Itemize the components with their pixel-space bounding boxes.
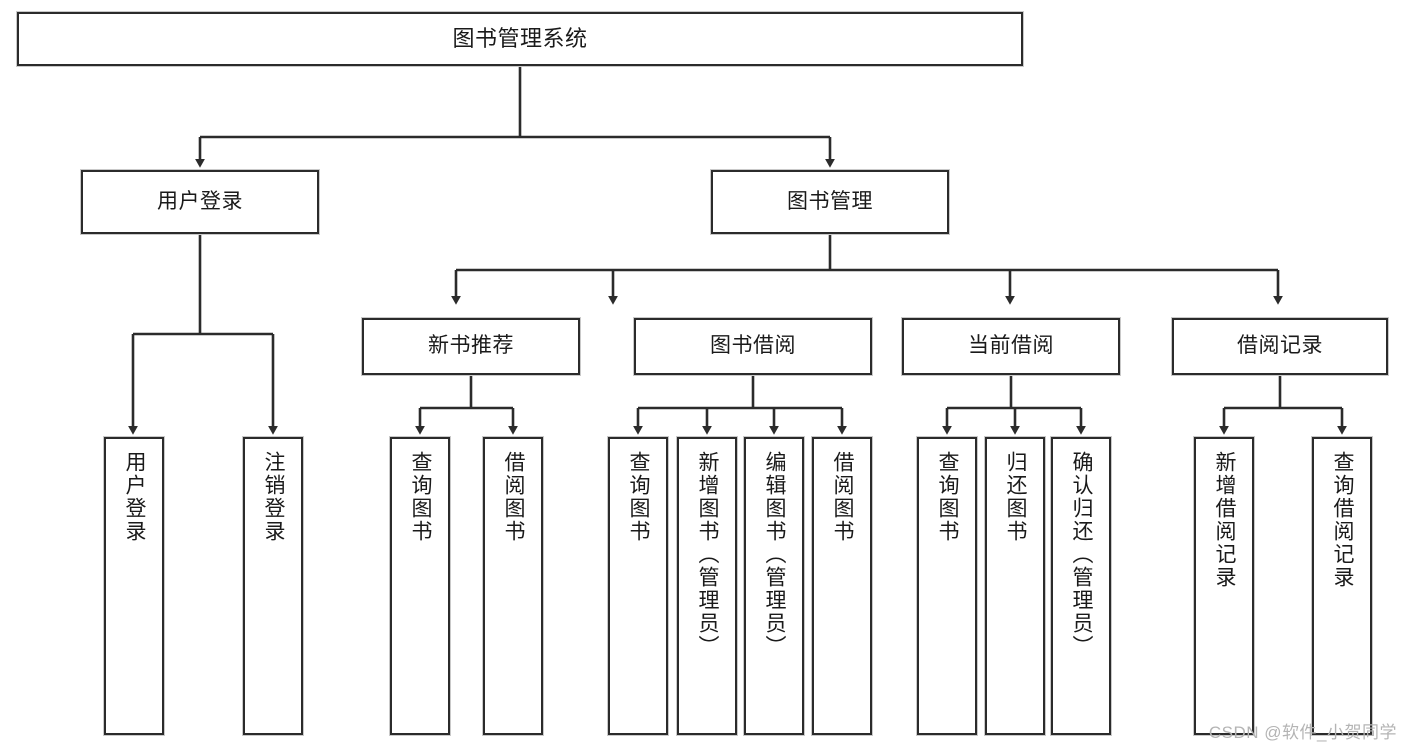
node-current-borrow[interactable]: 当前借阅 bbox=[902, 318, 1120, 375]
node-label: 新增图书（管理员） bbox=[696, 451, 720, 658]
node-label: 新增借阅记录 bbox=[1213, 451, 1237, 589]
node-label: 借阅图书 bbox=[502, 451, 526, 543]
node-label: 归还图书 bbox=[1004, 451, 1028, 543]
node-label: 当前借阅 bbox=[968, 334, 1054, 358]
node-label: 查询图书 bbox=[936, 451, 960, 543]
watermark-text: CSDN @软件_小贺同学 bbox=[1208, 723, 1397, 742]
node-new-book-recommend[interactable]: 新书推荐 bbox=[362, 318, 580, 375]
node-label: 用户登录 bbox=[157, 189, 243, 213]
node-label: 查询借阅记录 bbox=[1331, 451, 1355, 589]
node-leaf-recommend-borrow-book[interactable]: 借阅图书 bbox=[483, 437, 543, 735]
node-label: 借阅记录 bbox=[1237, 334, 1323, 358]
node-label: 编辑图书（管理员） bbox=[763, 451, 787, 658]
node-book-borrow[interactable]: 图书借阅 bbox=[634, 318, 872, 375]
node-book-management[interactable]: 图书管理 bbox=[711, 170, 949, 234]
node-leaf-borrow-query-book[interactable]: 查询图书 bbox=[608, 437, 668, 735]
node-label: 图书借阅 bbox=[710, 334, 796, 358]
node-leaf-return-book[interactable]: 归还图书 bbox=[985, 437, 1045, 735]
node-user-login[interactable]: 用户登录 bbox=[81, 170, 319, 234]
node-borrow-record[interactable]: 借阅记录 bbox=[1172, 318, 1388, 375]
node-leaf-confirm-return-admin[interactable]: 确认归还（管理员） bbox=[1051, 437, 1111, 735]
node-label: 查询图书 bbox=[627, 451, 651, 543]
node-label: 图书管理系统 bbox=[452, 26, 588, 52]
node-leaf-current-query-book[interactable]: 查询图书 bbox=[917, 437, 977, 735]
node-leaf-add-borrow-record[interactable]: 新增借阅记录 bbox=[1194, 437, 1254, 735]
node-leaf-recommend-query-book[interactable]: 查询图书 bbox=[390, 437, 450, 735]
node-leaf-add-book-admin[interactable]: 新增图书（管理员） bbox=[677, 437, 737, 735]
node-label: 注销登录 bbox=[262, 451, 286, 543]
node-label: 新书推荐 bbox=[428, 334, 514, 358]
node-label: 查询图书 bbox=[409, 451, 433, 543]
node-label: 用户登录 bbox=[123, 451, 147, 543]
node-leaf-logout[interactable]: 注销登录 bbox=[243, 437, 303, 735]
node-label: 确认归还（管理员） bbox=[1070, 451, 1094, 658]
node-leaf-edit-book-admin[interactable]: 编辑图书（管理员） bbox=[744, 437, 804, 735]
node-leaf-user-login[interactable]: 用户登录 bbox=[104, 437, 164, 735]
node-label: 借阅图书 bbox=[831, 451, 855, 543]
node-root-system[interactable]: 图书管理系统 bbox=[17, 12, 1023, 66]
node-leaf-borrow-book[interactable]: 借阅图书 bbox=[812, 437, 872, 735]
node-leaf-query-borrow-record[interactable]: 查询借阅记录 bbox=[1312, 437, 1372, 735]
node-label: 图书管理 bbox=[787, 189, 873, 213]
